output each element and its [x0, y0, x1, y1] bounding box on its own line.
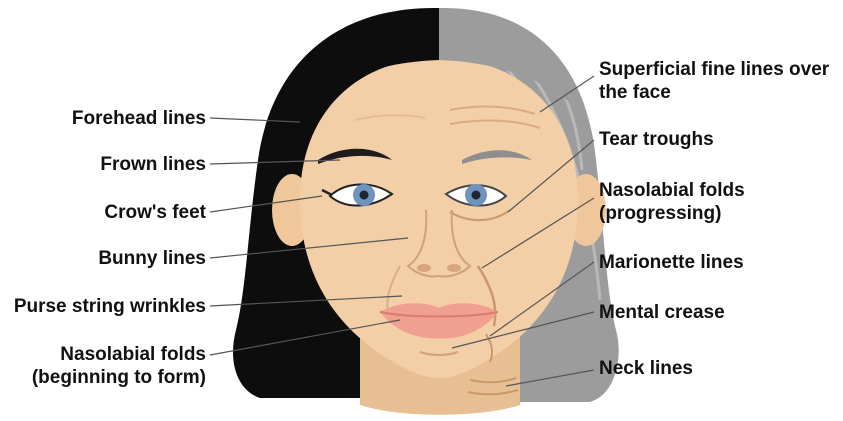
label-superficial-fine-lines: Superficial fine lines over the face — [599, 58, 829, 104]
label-line: (progressing) — [599, 202, 745, 225]
label-crows-feet: Crow's feet — [104, 201, 206, 224]
label-nasolabial-folds-beginning: Nasolabial folds (beginning to form) — [32, 343, 206, 389]
label-marionette-lines: Marionette lines — [599, 251, 744, 274]
label-line: Nasolabial folds — [599, 179, 745, 202]
label-nasolabial-folds-progressing: Nasolabial folds (progressing) — [599, 179, 745, 225]
label-mental-crease: Mental crease — [599, 301, 725, 324]
label-line: Nasolabial folds — [32, 343, 206, 366]
label-bunny-lines: Bunny lines — [98, 247, 206, 270]
label-purse-string-wrinkles: Purse string wrinkles — [14, 295, 206, 318]
label-tear-troughs: Tear troughs — [599, 128, 714, 151]
label-line: (beginning to form) — [32, 366, 206, 389]
label-line: the face — [599, 81, 829, 104]
label-frown-lines: Frown lines — [100, 153, 206, 176]
label-line: Superficial fine lines over — [599, 58, 829, 81]
label-forehead-lines: Forehead lines — [72, 107, 206, 130]
label-neck-lines: Neck lines — [599, 357, 693, 380]
